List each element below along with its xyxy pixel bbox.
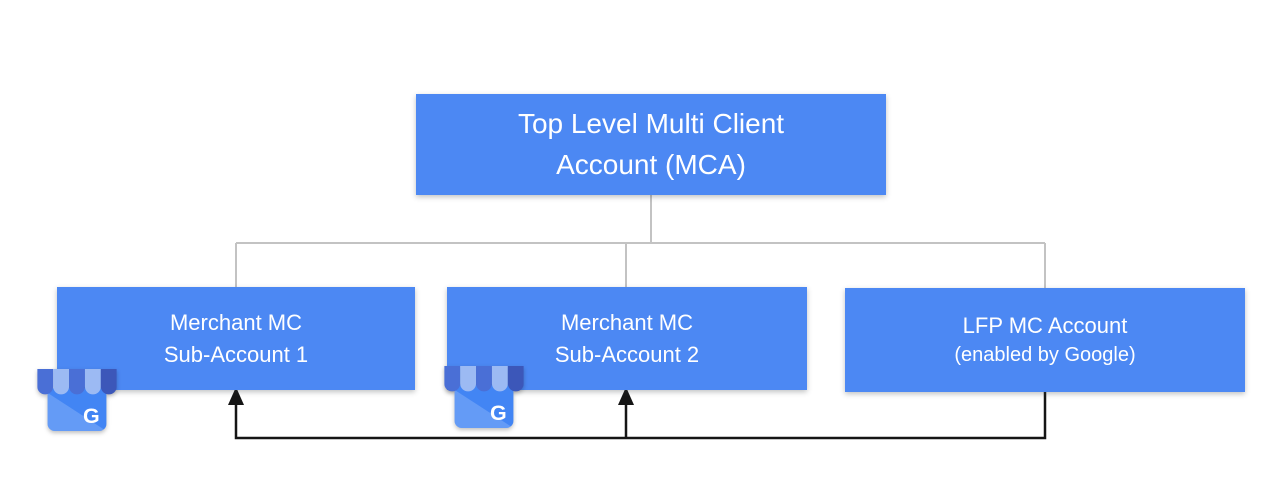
node-top-level-mca: Top Level Multi Client Account (MCA) bbox=[416, 94, 886, 195]
lfp-to-sub1-arrow-path bbox=[234, 391, 1047, 440]
node-label-line1: LFP MC Account bbox=[962, 312, 1128, 338]
node-lfp-mc-account: LFP MC Account (enabled by Google) bbox=[845, 288, 1245, 392]
node-label-line1: Merchant MC bbox=[560, 309, 694, 335]
node-label-line2: Sub-Account 2 bbox=[554, 341, 700, 367]
arrowhead-sub2-icon bbox=[618, 387, 634, 405]
node-label-line2: Account (MCA) bbox=[556, 148, 746, 180]
tree-connector-lines bbox=[235, 195, 1046, 289]
google-business-storefront-icon bbox=[37, 369, 117, 431]
node-label-line2: (enabled by Google) bbox=[954, 344, 1136, 367]
node-label-line1: Merchant MC bbox=[169, 309, 303, 335]
node-label-line2: Sub-Account 1 bbox=[163, 341, 309, 367]
google-business-storefront-icon bbox=[444, 366, 524, 428]
arrowhead-sub1-icon bbox=[228, 387, 244, 405]
node-label-line1: Top Level Multi Client bbox=[517, 107, 785, 139]
lfp-feed-arrow-lines bbox=[228, 387, 1047, 440]
